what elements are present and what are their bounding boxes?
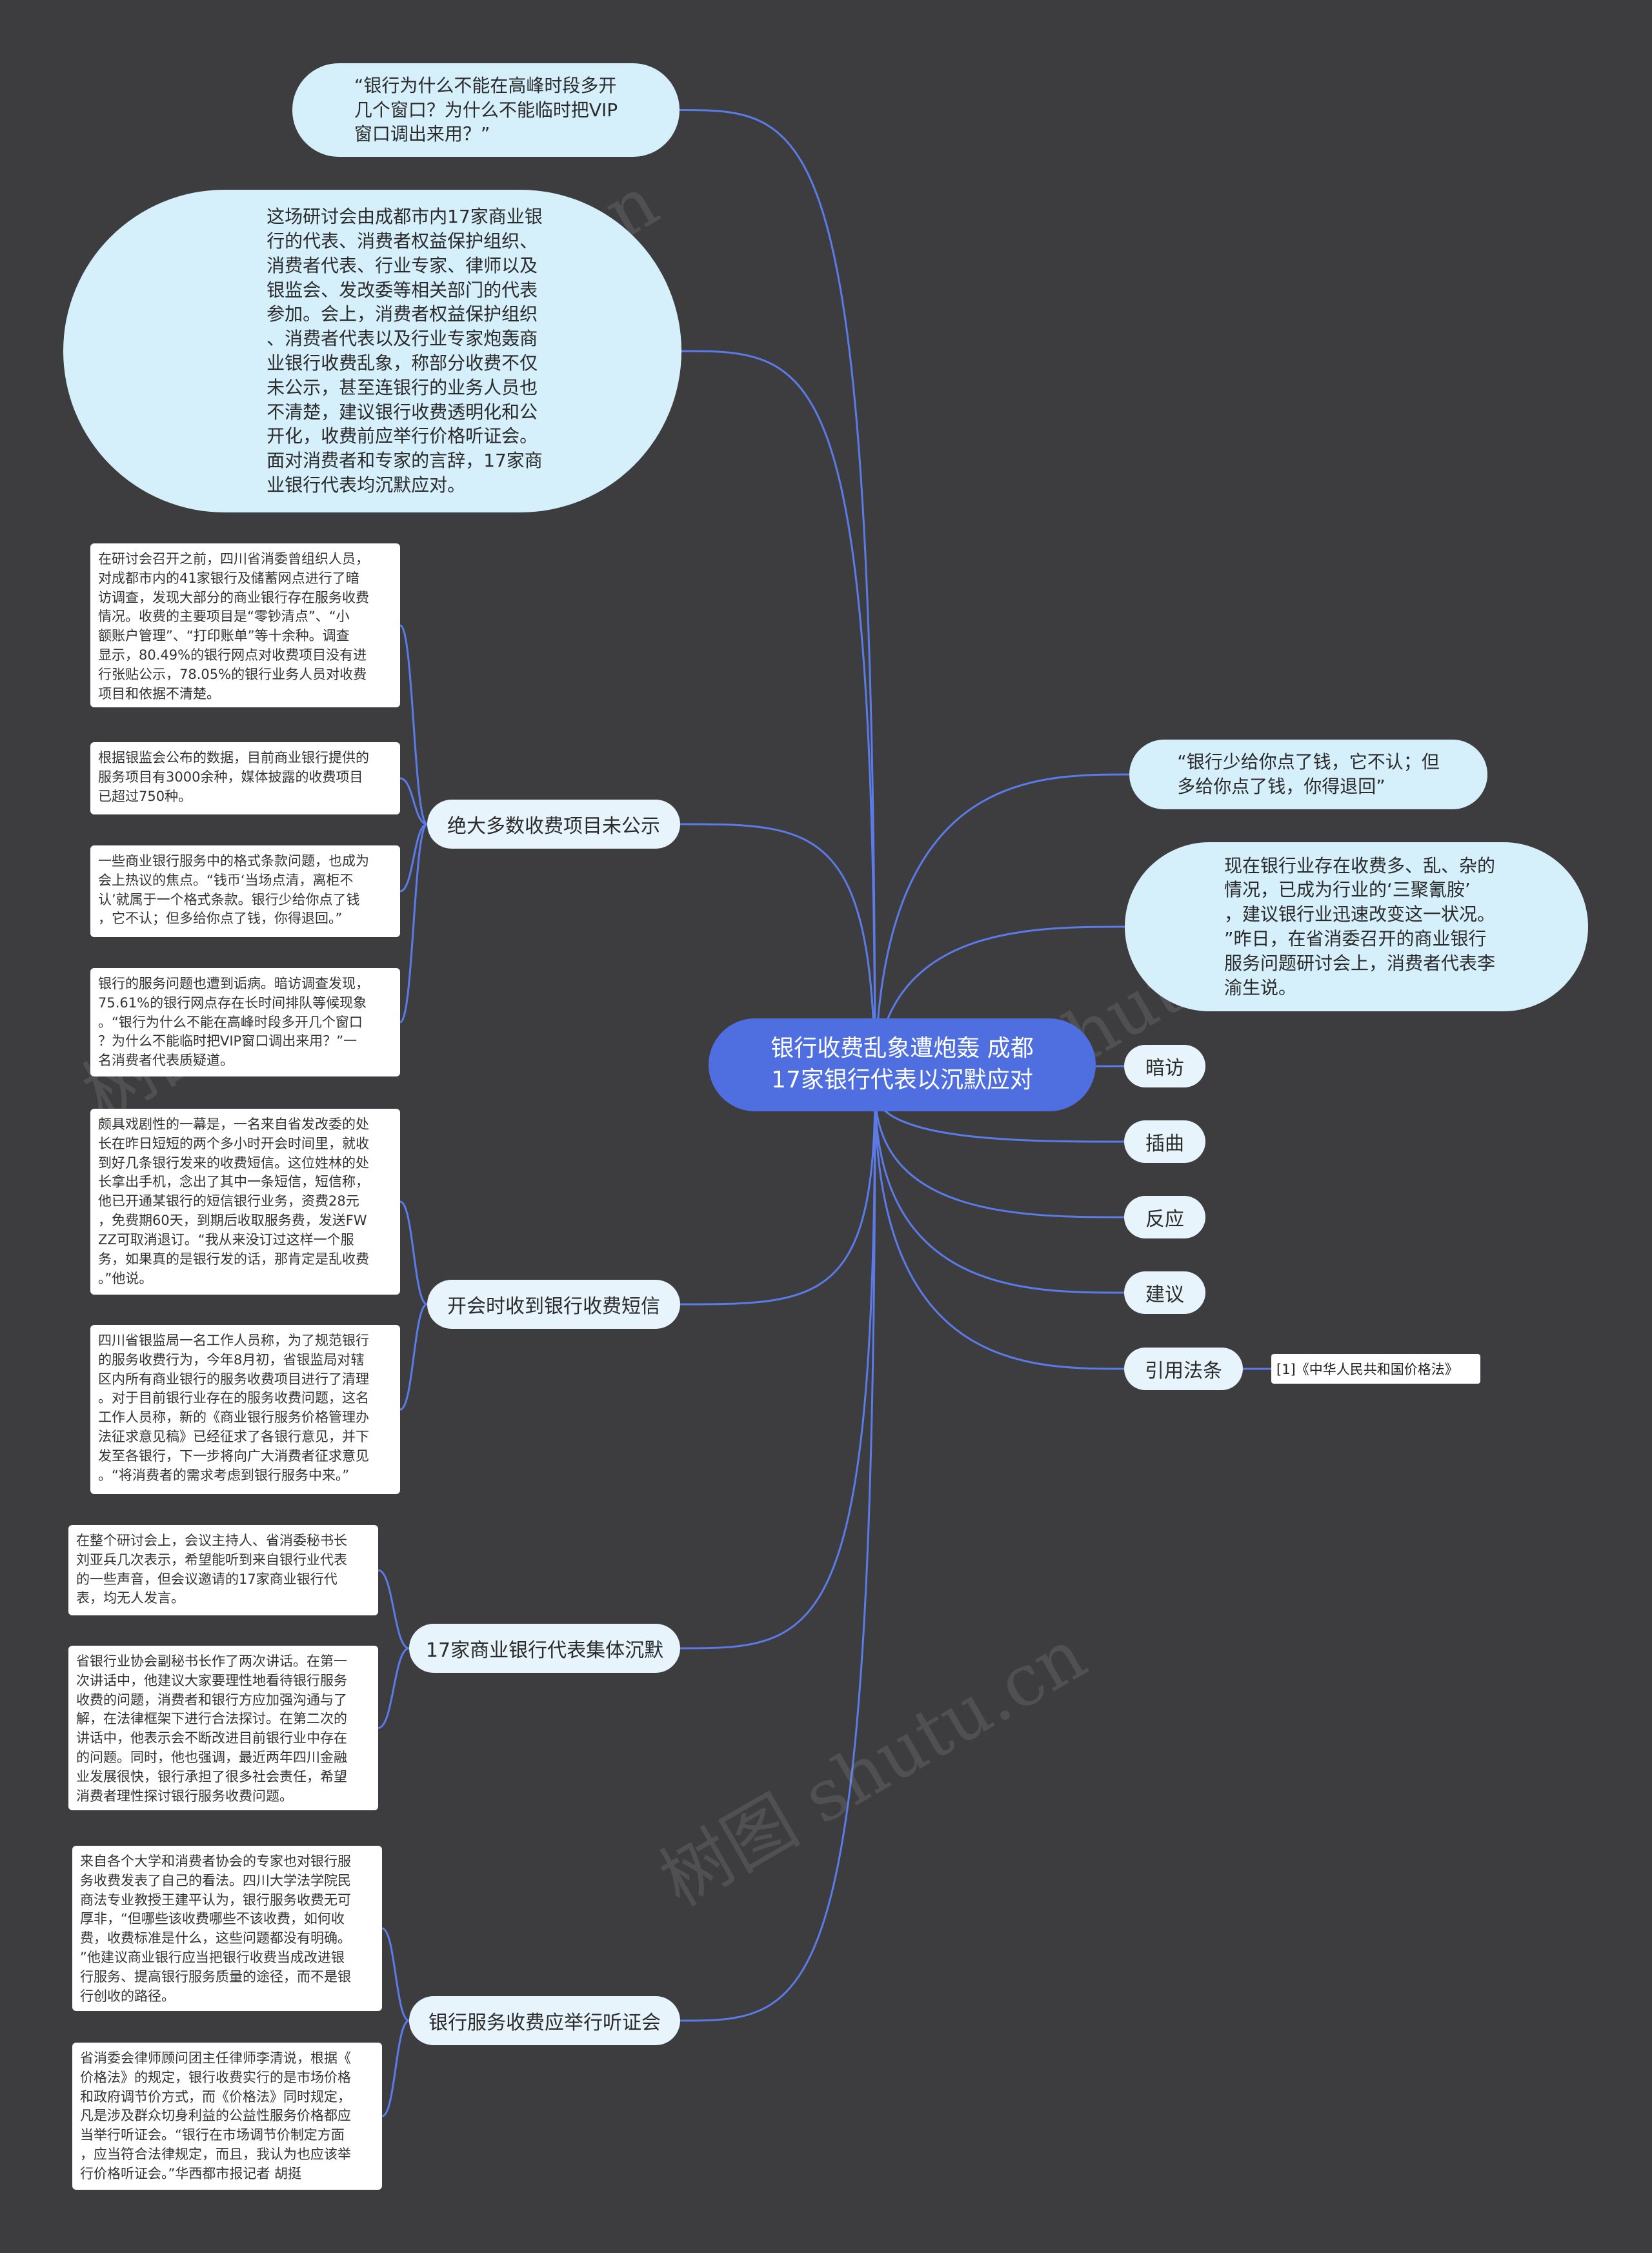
branch-link <box>381 2019 410 2117</box>
root-link <box>680 1090 876 1650</box>
root-link <box>874 1090 1125 1294</box>
note-cbrc-data: 根据银监会公布的数据，目前商业银行提供的 服务项目有3000余种，媒体披露的收费… <box>90 742 400 814</box>
branch-price-hearing[interactable]: 银行服务收费应举行听证会 <box>409 1996 680 2045</box>
root-link <box>679 109 876 1091</box>
branch-fee-sms-during-meeting[interactable]: 开会时收到银行收费短信 <box>427 1280 680 1329</box>
pill-suggestion[interactable]: 建议 <box>1124 1271 1205 1314</box>
pill-secret-visit[interactable]: 暗访 <box>1124 1045 1205 1087</box>
pill-reaction[interactable]: 反应 <box>1124 1196 1205 1238</box>
branch-banks-silent[interactable]: 17家商业银行代表集体沉默 <box>409 1624 680 1673</box>
topic-seminar-summary[interactable]: 这场研讨会由成都市内17家商业银 行的代表、消费者权益保护组织、 消费者代表、行… <box>63 190 681 512</box>
topic-format-clause-quote[interactable]: “银行少给你点了钱，它不认；但 多给你点了钱，你得退回” <box>1129 740 1487 809</box>
note-sms-anecdote: 颇具戏剧性的一幕是，一名来自省发改委的处 长在昨日短短的两个多小时开会时间里，就… <box>90 1109 400 1295</box>
topic-vip-window-question[interactable]: “银行为什么不能在高峰时段多开 几个窗口？为什么不能临时把VIP 窗口调出来用？… <box>292 63 680 157</box>
note-format-clause: 一些商业银行服务中的格式条款问题，也成为 会上热议的焦点。“钱币‘当场点清，离柜… <box>90 845 400 937</box>
branch-link <box>381 1927 410 2022</box>
note-association-speech: 省银行业协会副秘书长作了两次讲话。在第一 次讲话中，他建议大家要理性地看待银行服… <box>68 1646 378 1810</box>
root-link <box>874 1090 1125 1218</box>
branch-link <box>399 1200 428 1306</box>
root-link <box>681 350 876 1091</box>
branch-link <box>378 1647 410 1729</box>
citation-price-law[interactable]: [1]《中华人民共和国价格法》 <box>1271 1354 1480 1384</box>
note-regulator-cleanup: 四川省银监局一名工作人员称，为了规范银行 的服务收费行为，今年8月初，省银监局对… <box>90 1325 400 1494</box>
branch-fees-not-disclosed[interactable]: 绝大多数收费项目未公示 <box>427 800 680 849</box>
root-link <box>874 1090 1125 1370</box>
branch-link <box>378 1569 410 1650</box>
pill-episode[interactable]: 插曲 <box>1124 1120 1205 1163</box>
topic-melamine-quote[interactable]: 现在银行业存在收费多、乱、杂的 情况，已成为行业的‘三聚氰胺’ ，建议银行业迅速… <box>1125 842 1588 1011</box>
root-topic[interactable]: 银行收费乱象遭炮轰 成都 17家银行代表以沉默应对 <box>709 1018 1096 1111</box>
branch-link <box>399 823 428 1024</box>
branch-link <box>399 1303 428 1411</box>
branch-link <box>399 777 428 825</box>
root-link <box>874 773 1130 1091</box>
branch-link <box>399 624 428 825</box>
note-service-queue: 银行的服务问题也遭到诟病。暗访调查发现， 75.61%的银行网点存在长时间排队等… <box>90 968 400 1076</box>
note-no-bank-speakers: 在整个研讨会上，会议主持人、省消委秘书长 刘亚兵几次表示，希望能听到来自银行业代… <box>68 1525 378 1615</box>
root-link <box>680 1090 876 1306</box>
root-link <box>680 823 876 1091</box>
note-secret-survey: 在研讨会召开之前，四川省消委曾组织人员， 对成都市内的41家银行及储蓄网点进行了… <box>90 543 400 707</box>
note-expert-opinion: 来自各个大学和消费者协会的专家也对银行服 务收费发表了自己的看法。四川大学法学院… <box>72 1846 382 2011</box>
branch-link <box>399 823 428 893</box>
note-lawyer-opinion: 省消委会律师顾问团主任律师李清说，根据《 价格法》的规定，银行收费实行的是市场价… <box>72 2043 382 2190</box>
root-link <box>680 1090 876 2022</box>
pill-cited-law[interactable]: 引用法条 <box>1124 1348 1243 1390</box>
